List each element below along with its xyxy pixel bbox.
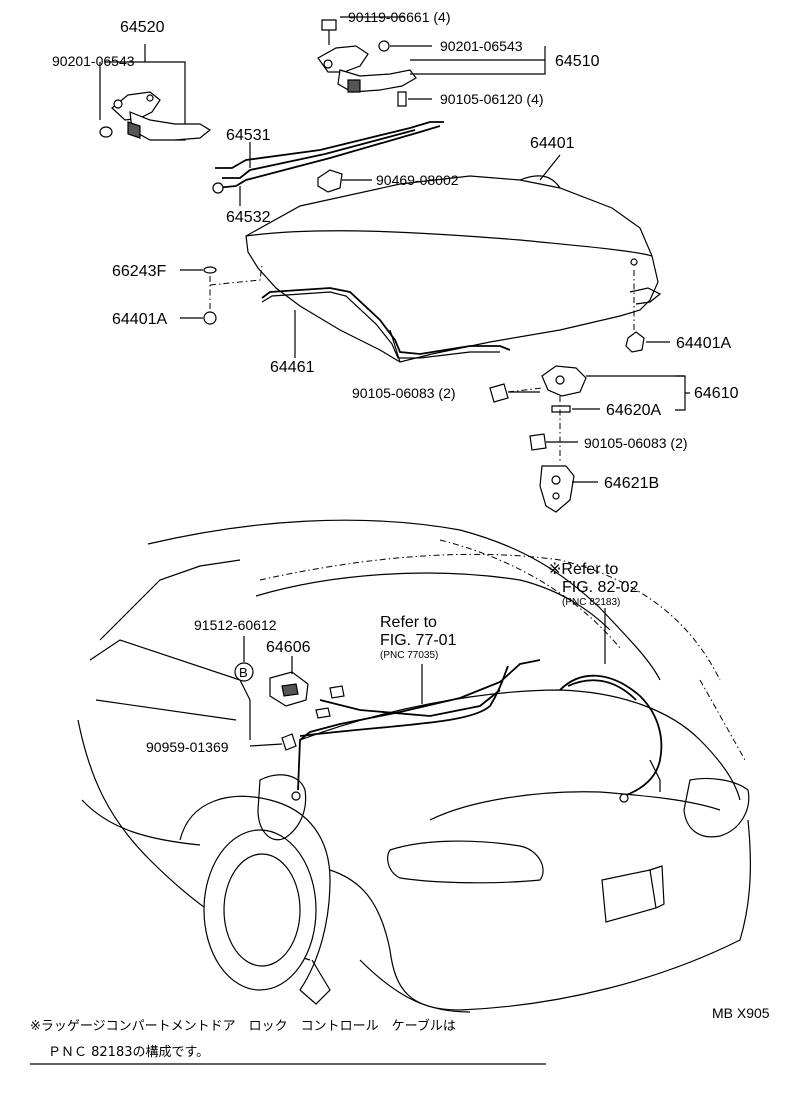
torsion-bars (212, 121, 444, 206)
reference-circle-b (234, 662, 254, 682)
cushion-90469 (317, 169, 372, 193)
diagram-code: MB X905 (712, 1005, 770, 1021)
label-90119: 90119-06661 (4) (348, 9, 450, 25)
label-64620A: 64620A (606, 402, 661, 419)
lock-control-cable (243, 608, 663, 803)
label-90959: 90959-01369 (146, 739, 229, 755)
label-64610: 64610 (694, 385, 739, 402)
label-90201-right: 90201-06543 (440, 38, 523, 54)
label-64531: 64531 (226, 127, 271, 144)
refer-mid-line2: FIG. 77-01 (380, 632, 457, 649)
label-64401A-right: 64401A (676, 335, 731, 352)
refer-right-line1: ※Refer to (548, 561, 618, 578)
hinge-left-assembly (99, 44, 212, 141)
label-66243F: 66243F (112, 263, 166, 280)
label-90105-06120: 90105-06120 (4) (440, 91, 544, 107)
label-64510: 64510 (555, 53, 600, 70)
weatherstrip (261, 287, 662, 359)
refer-mid-pnc: (PNC 77035) (380, 650, 438, 661)
refer-right-pnc: (PNC 82183) (562, 597, 620, 608)
cushion-right (625, 270, 670, 353)
label-64532: 64532 (226, 209, 271, 226)
hinge-right-assembly (317, 16, 546, 107)
label-91512: 91512-60612 (194, 617, 277, 633)
label-90105-06083-b: 90105-06083 (2) (584, 435, 688, 451)
trunk-lid (245, 154, 659, 363)
footnote-line2: ＰＮＣ 82183の構成です。 (48, 1045, 209, 1060)
striker (539, 465, 598, 513)
label-90105-06083-a: 90105-06083 (2) (352, 385, 456, 401)
footnote-line1: ※ラッゲージコンパートメントドア ロック コントロール ケーブルは (30, 1018, 456, 1034)
refer-mid-line1: Refer to (380, 614, 437, 631)
label-64401: 64401 (530, 135, 575, 152)
label-90201-left: 90201-06543 (52, 53, 135, 69)
reference-circle-b-letter: B (239, 665, 248, 680)
cushion-left (180, 264, 263, 325)
lock-assembly (489, 365, 690, 462)
label-64401A-left: 64401A (112, 311, 167, 328)
label-64606: 64606 (266, 639, 311, 656)
label-64461: 64461 (270, 359, 315, 376)
label-64621B: 64621B (604, 475, 659, 492)
car-body (77, 519, 751, 1013)
label-64520: 64520 (120, 19, 165, 36)
label-90469: 90469-08002 (376, 172, 459, 188)
refer-right-line2: FIG. 82-02 (562, 579, 639, 596)
